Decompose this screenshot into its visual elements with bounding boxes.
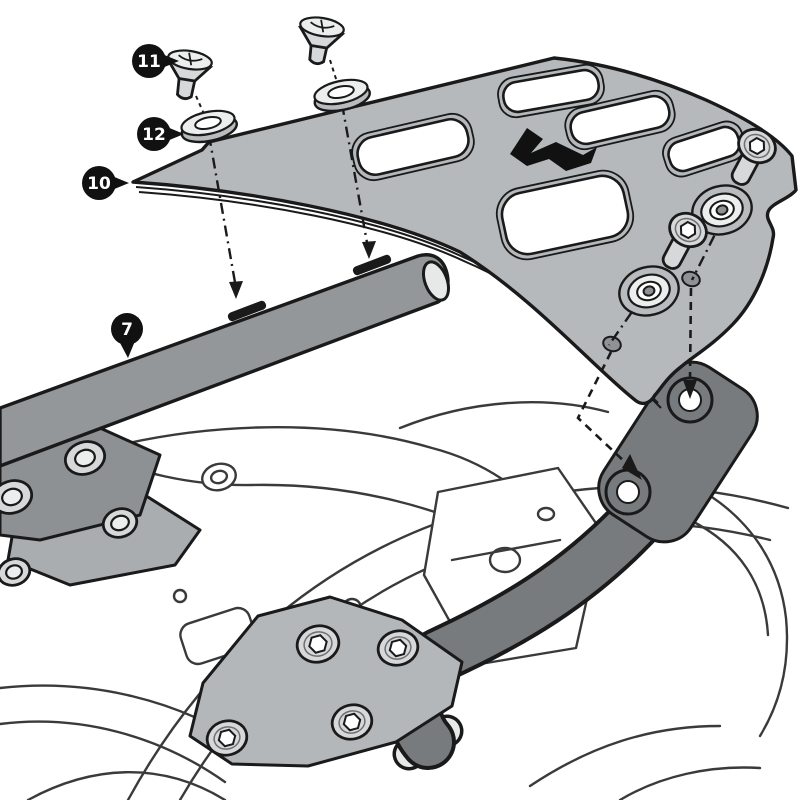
rack-plate	[131, 56, 798, 409]
callout-12: 12	[137, 117, 184, 151]
right-fasteners	[608, 127, 777, 346]
callout-10-tail	[112, 176, 129, 190]
crossbar-rail	[0, 253, 451, 468]
rubber-grommet	[618, 265, 680, 317]
callout-12-label: 12	[142, 125, 166, 145]
socket-bolt	[205, 719, 249, 757]
leader-line-1	[207, 134, 238, 289]
frame-hole-3	[172, 588, 188, 604]
callout-10-label: 10	[87, 174, 111, 194]
leader-arrow-2	[362, 241, 376, 259]
plate-slot	[662, 120, 746, 178]
button-bolt	[0, 557, 32, 587]
socket-bolt	[661, 211, 708, 270]
callout-7: 7	[111, 313, 143, 358]
leader-line-2	[340, 103, 370, 249]
callout-11-circle	[132, 44, 166, 78]
tail-curve	[398, 401, 610, 430]
stay-guide-1	[688, 287, 693, 379]
plate-body	[131, 56, 798, 406]
button-bolt	[0, 479, 34, 515]
crossbar-slot-2	[352, 254, 392, 276]
cup-washer	[180, 109, 238, 144]
callout-7-tail	[119, 341, 135, 358]
bottom-mount-bracket	[188, 595, 464, 768]
lineart-bolt	[201, 462, 237, 492]
plate-slot	[564, 89, 676, 151]
brand-logo-mark	[510, 128, 597, 171]
stay-eyelet-lower-hole	[616, 480, 640, 504]
fender-line-2	[0, 720, 227, 784]
top-fasteners	[165, 16, 376, 299]
socket-bolt	[730, 127, 777, 186]
plate-slot	[497, 63, 605, 119]
rubber-grommet	[691, 184, 753, 236]
center-bracket-hole	[488, 546, 522, 574]
fender-line-3	[26, 771, 227, 800]
stay-guide-2	[576, 351, 627, 464]
crossbar-end-cap	[421, 260, 451, 302]
stay-guide-arrow-1	[683, 380, 697, 399]
crossbar-slot-1	[227, 300, 267, 322]
plate-slot	[351, 112, 475, 182]
button-bolt	[101, 507, 139, 539]
callout-11: 11	[132, 44, 179, 78]
center-bracket-fold	[450, 538, 562, 562]
button-bolt	[63, 440, 107, 476]
leader-arrow-1	[229, 281, 243, 299]
lower-right-line-1	[528, 724, 722, 788]
plate-slot	[495, 169, 635, 261]
stay-guides	[576, 287, 697, 480]
socket-bolt	[330, 703, 374, 741]
callout-10-circle	[82, 166, 116, 200]
callout-12-circle	[137, 117, 171, 151]
screw-washer-link-1	[195, 95, 205, 115]
countersunk-screw	[297, 16, 346, 66]
screw-washer-link-2	[329, 59, 338, 83]
plate-hole-upper	[681, 270, 701, 288]
callout-12-tail	[167, 127, 184, 141]
socket-bolt	[295, 624, 341, 664]
countersunk-screw	[165, 49, 214, 101]
callout-7-circle	[111, 313, 143, 345]
cup-washer	[313, 78, 371, 113]
socket-bolt	[376, 629, 420, 667]
callout-11-tail	[162, 54, 179, 68]
callout-10: 10	[82, 166, 129, 200]
lower-right-line-2	[618, 766, 762, 800]
right-frame-loop-inner	[688, 518, 770, 637]
callout-11-label: 11	[137, 52, 161, 72]
callout-7-label: 7	[121, 320, 133, 340]
center-bracket-hole-small	[536, 506, 556, 522]
stay-guide-arrow-2	[622, 454, 642, 480]
